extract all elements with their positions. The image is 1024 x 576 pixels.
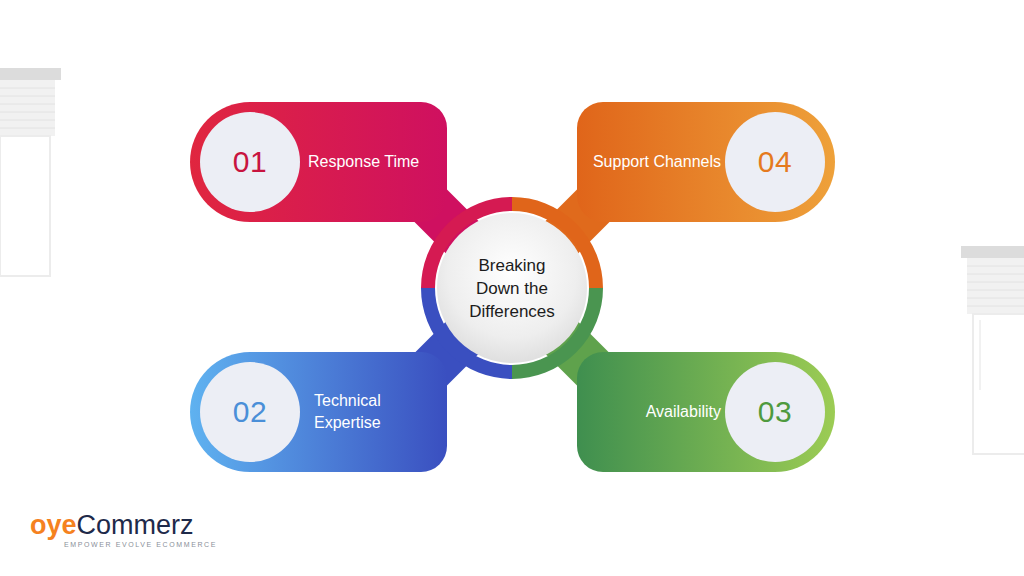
step-pill: Technical Expertise 02 — [190, 352, 447, 472]
step-label: Availability — [591, 401, 721, 423]
step-pill: Availability 03 — [577, 352, 835, 472]
logo-part: Commerz — [77, 510, 194, 540]
step-label: Support Channels — [591, 151, 721, 173]
step-label: Response Time — [308, 151, 434, 173]
step-number-circle: 02 — [200, 362, 300, 462]
blind-left — [0, 68, 61, 276]
step-number-circle: 04 — [725, 112, 825, 212]
puzzle-arms — [420, 195, 604, 380]
step-number: 01 — [233, 145, 267, 179]
step-number-circle: 03 — [725, 362, 825, 462]
logo-part: oye — [30, 510, 77, 540]
center-ring — [428, 204, 596, 372]
brand-tagline: EMPOWER EVOLVE ECOMMERCE — [64, 541, 217, 548]
center-title: Breaking Down the Differences — [460, 254, 564, 323]
step-label: Technical Expertise — [314, 390, 438, 434]
brand-logo: oyeCommerz — [30, 510, 194, 541]
step-pill: Support Channels 04 — [577, 102, 835, 222]
step-number: 04 — [758, 145, 792, 179]
step-pill: Response Time 01 — [190, 102, 447, 222]
step-number: 03 — [758, 395, 792, 429]
center-circle: Breaking Down the Differences — [437, 213, 587, 363]
step-number-circle: 01 — [200, 112, 300, 212]
step-number: 02 — [233, 395, 267, 429]
blind-right — [961, 246, 1024, 454]
